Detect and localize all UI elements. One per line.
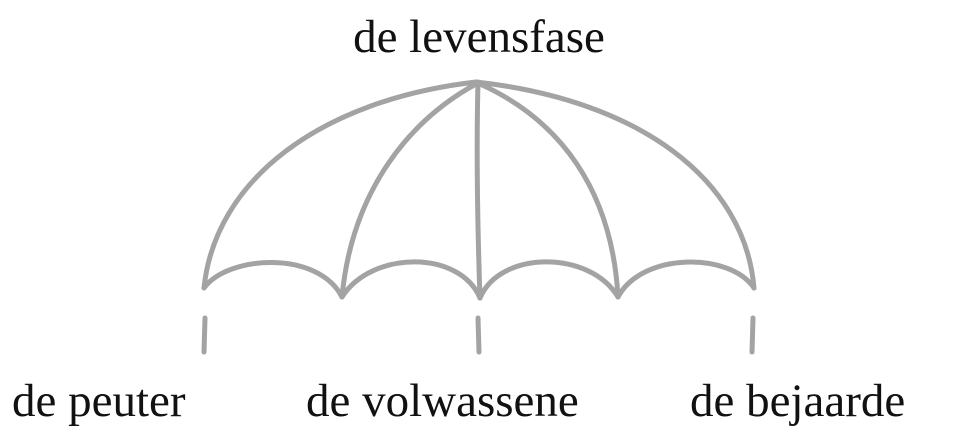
canopy-center-rib xyxy=(477,82,480,298)
canopy-scallop-1 xyxy=(204,262,342,297)
canopy-scallop-3 xyxy=(480,262,618,298)
hyponym-label-bejaarde: de bejaarde xyxy=(690,378,905,425)
hyponym-label-peuter: de peuter xyxy=(12,378,186,425)
canopy-scallop-2 xyxy=(342,262,480,298)
stem-right xyxy=(752,318,753,352)
canopy-inner-rib-left xyxy=(342,84,476,297)
hyponym-label-volwassene: de volwassene xyxy=(306,378,579,425)
stem-left xyxy=(204,318,205,352)
canopy-scallop-4 xyxy=(618,262,754,297)
canopy-inner-rib-right xyxy=(480,84,618,297)
stem-mid xyxy=(478,318,479,352)
